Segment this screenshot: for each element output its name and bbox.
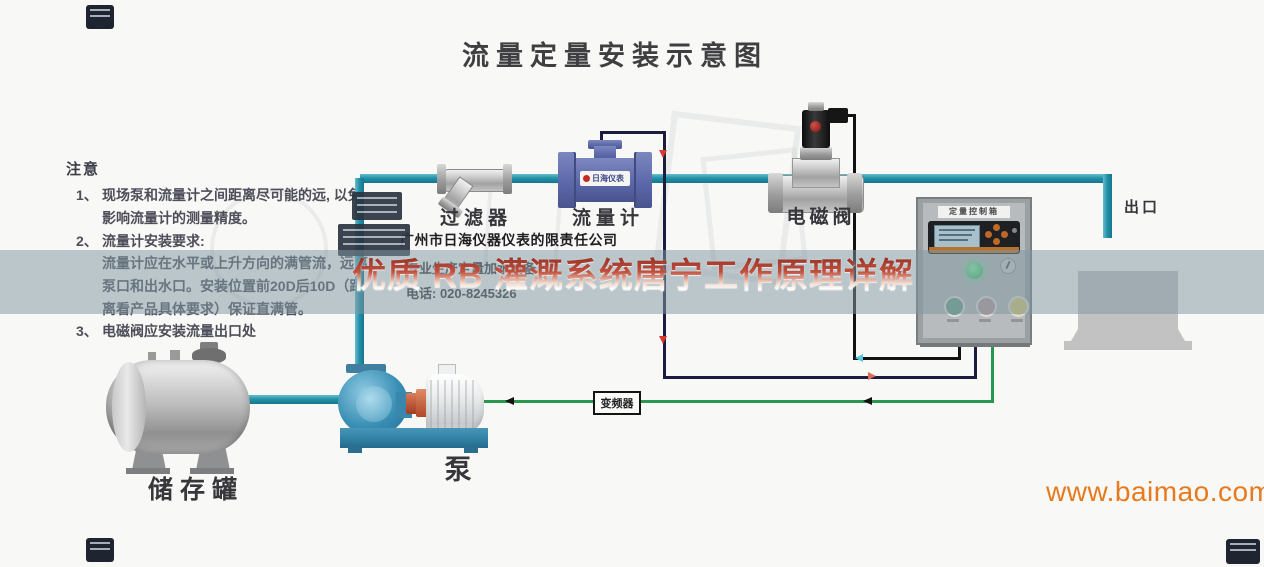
note-number: 2、 (76, 232, 98, 249)
brand-logo-icon (583, 175, 590, 182)
note-item-1: 1、 现场泵和流量计之间距离尽可能的远, 以免影响流量计的测量精度。 (76, 184, 368, 229)
outlet-pipe (1103, 174, 1112, 238)
watermark-stamp (1226, 539, 1260, 564)
flowmeter-signal-wire (663, 376, 977, 379)
pump-foot (348, 446, 362, 453)
controller-key-icon (1001, 231, 1008, 238)
vfd-box: 变频器 (593, 391, 641, 415)
power-direction-arrow-icon (858, 397, 872, 405)
site-watermark: www.baimao.com (1046, 476, 1264, 507)
signal-direction-arrow-icon (868, 372, 881, 380)
flow-direction-arrow-icon (659, 150, 667, 163)
watermark-stamp (86, 538, 114, 562)
controller-lcd (934, 225, 980, 248)
page-title: 流量定量安装示意图 (462, 41, 768, 72)
valve-control-wire (853, 357, 961, 360)
flowmeter-nameplate: 日海仪表 (580, 171, 630, 186)
lcd-text-line (939, 229, 975, 231)
valve-control-wire (958, 345, 961, 359)
controller-key-icon (1012, 228, 1017, 233)
power-direction-arrow-icon (500, 397, 514, 405)
flowmeter-logo-text: 日海仪表 (592, 174, 624, 183)
vfd-power-wire (480, 400, 596, 403)
pump-coupling (416, 389, 429, 417)
watermark-stamp (352, 192, 402, 220)
valve-coil-badge-icon (810, 121, 821, 132)
note-text: 电磁阀应安装流量出口处 (102, 323, 256, 340)
control-box-nameplate: 定量控制箱 (938, 206, 1010, 218)
valve-control-wire (853, 114, 856, 360)
outlet-label: 出口 (1124, 198, 1161, 216)
pump-volute-hub (356, 386, 392, 422)
valve-bonnet (800, 147, 832, 160)
button-caption (1011, 319, 1023, 322)
vfd-power-wire (991, 343, 994, 403)
tank-manhole-cap (200, 342, 218, 352)
valve-center-block (792, 158, 840, 188)
flowmeter-label: 流量计 (571, 207, 644, 229)
pump-label: 泵 (444, 455, 472, 486)
overlay-band (0, 250, 1264, 314)
headline-text: 优质 RB 灌溉系统唐宁工作原理详解 (352, 255, 952, 297)
flow-direction-arrow-icon (659, 336, 667, 349)
valve-top-nut (808, 102, 824, 111)
watermark-stamp (86, 5, 114, 29)
tank-nozzle (148, 352, 156, 364)
valve-label: 电磁阀 (786, 206, 856, 228)
filter-label: 过滤器 (439, 207, 512, 229)
controller-key-icon (993, 238, 1000, 245)
company-name: 广州市日海仪器仪表的限责任公司 (400, 232, 618, 248)
motor-fins (430, 380, 474, 430)
flowmeter-transmitter-cap (588, 140, 622, 149)
pump-suction-flange (346, 364, 386, 373)
flowmeter-signal-wire (600, 131, 603, 147)
flowmeter-flange (558, 152, 576, 208)
note-item-2: 2、 流量计安装要求: (76, 230, 368, 253)
motor-body (426, 374, 484, 436)
tank-outlet-pipe (240, 395, 350, 404)
filter-flange (503, 164, 512, 194)
note-number: 1、 (76, 187, 98, 204)
pump-coupling (406, 393, 419, 414)
flowmeter-signal-wire (974, 345, 977, 378)
lcd-text-line (939, 234, 972, 236)
button-caption (979, 319, 991, 322)
tank-end-cap (112, 362, 146, 452)
controller-key-icon (993, 224, 1000, 231)
button-caption (947, 319, 959, 322)
valve-cable-connector (828, 108, 848, 123)
notes-heading: 注意 (66, 161, 101, 178)
lcd-text-line (939, 239, 968, 241)
tank-nozzle (170, 350, 180, 364)
filter-flange (437, 164, 446, 194)
pump-foot (464, 446, 478, 453)
pump-baseplate (340, 428, 488, 448)
tank-foot (126, 468, 170, 474)
valve-end-cap (847, 173, 862, 213)
flowmeter-signal-wire (600, 131, 666, 134)
note-text: 流量计安装要求: (102, 232, 205, 249)
valve-signal-arrow-icon (850, 354, 863, 362)
tank-label: 储存罐 (147, 475, 244, 504)
control-box-base (920, 343, 1030, 347)
valve-end-cap (768, 173, 783, 213)
note-number: 3、 (76, 323, 98, 340)
vfd-power-wire (640, 400, 994, 403)
tank-foot (190, 468, 234, 474)
note-text: 现场泵和流量计之间距离尽可能的远, 以免影响流量计的测量精度。 (102, 187, 362, 226)
flowmeter-flange (634, 152, 652, 208)
valve-control-wire (848, 114, 856, 117)
main-pipe (360, 174, 1112, 183)
controller-key-icon (985, 231, 992, 238)
note-item-3: 3、 电磁阀应安装流量出口处 (76, 320, 368, 343)
